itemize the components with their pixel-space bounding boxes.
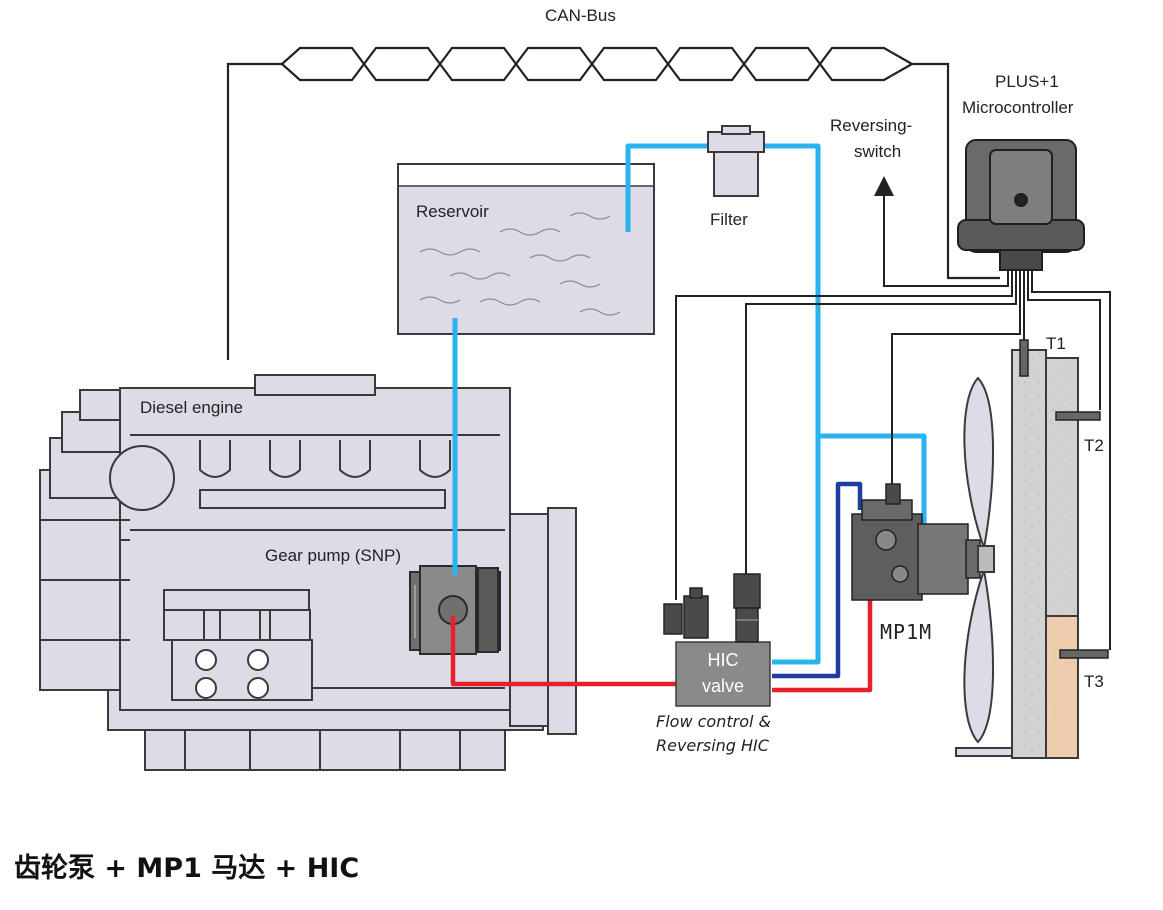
microcontroller-label-line1: PLUS+1 [995,72,1059,91]
hic-valve [663,573,771,707]
low-pressure-hoses [452,143,927,665]
filter [707,125,765,197]
mp1m-motor [851,483,981,601]
pressure-hoses [450,596,873,693]
t1-label: T1 [1046,334,1066,353]
solenoid-left [663,587,709,639]
motor-label: MP1M [880,620,933,644]
microcontroller-label-line2: Microcontroller [962,98,1074,117]
fan [955,376,1017,757]
sensor-t3 [1059,649,1109,659]
solenoid-right [733,573,761,643]
flow-control-label-line2: Reversing HIC [656,736,769,755]
flow-control-label-line1: Flow control & [656,712,771,731]
reversing-switch-arrow [874,176,894,196]
gear-pump-label: Gear pump (SNP) [265,546,402,565]
radiator [1011,349,1079,759]
can-bus-label: CAN-Bus [545,6,616,25]
t2-label: T2 [1084,436,1104,455]
signal-wires [675,196,1111,650]
temperature-sensors [1019,339,1109,659]
reservoir [397,163,655,335]
microcontroller [957,139,1085,271]
hic-valve-label-line2: valve [701,676,745,696]
reversing-switch-label-line2: switch [854,142,902,161]
return-hoses [772,481,863,679]
reservoir-label: Reservoir [416,202,489,221]
can-bus-cable [226,46,1000,360]
t3-label: T3 [1084,672,1104,691]
sensor-t1 [1019,339,1029,377]
diagram-caption: 齿轮泵 + MP1 马达 + HIC [14,853,360,884]
hic-valve-label-line1: HIC [707,650,739,670]
diesel-engine [39,374,577,771]
sensor-t2 [1055,411,1101,421]
reversing-switch-label-line1: Reversing- [830,116,913,135]
diesel-engine-label: Diesel engine [140,398,244,417]
filter-label: Filter [710,210,748,229]
gear-pump [409,565,501,655]
